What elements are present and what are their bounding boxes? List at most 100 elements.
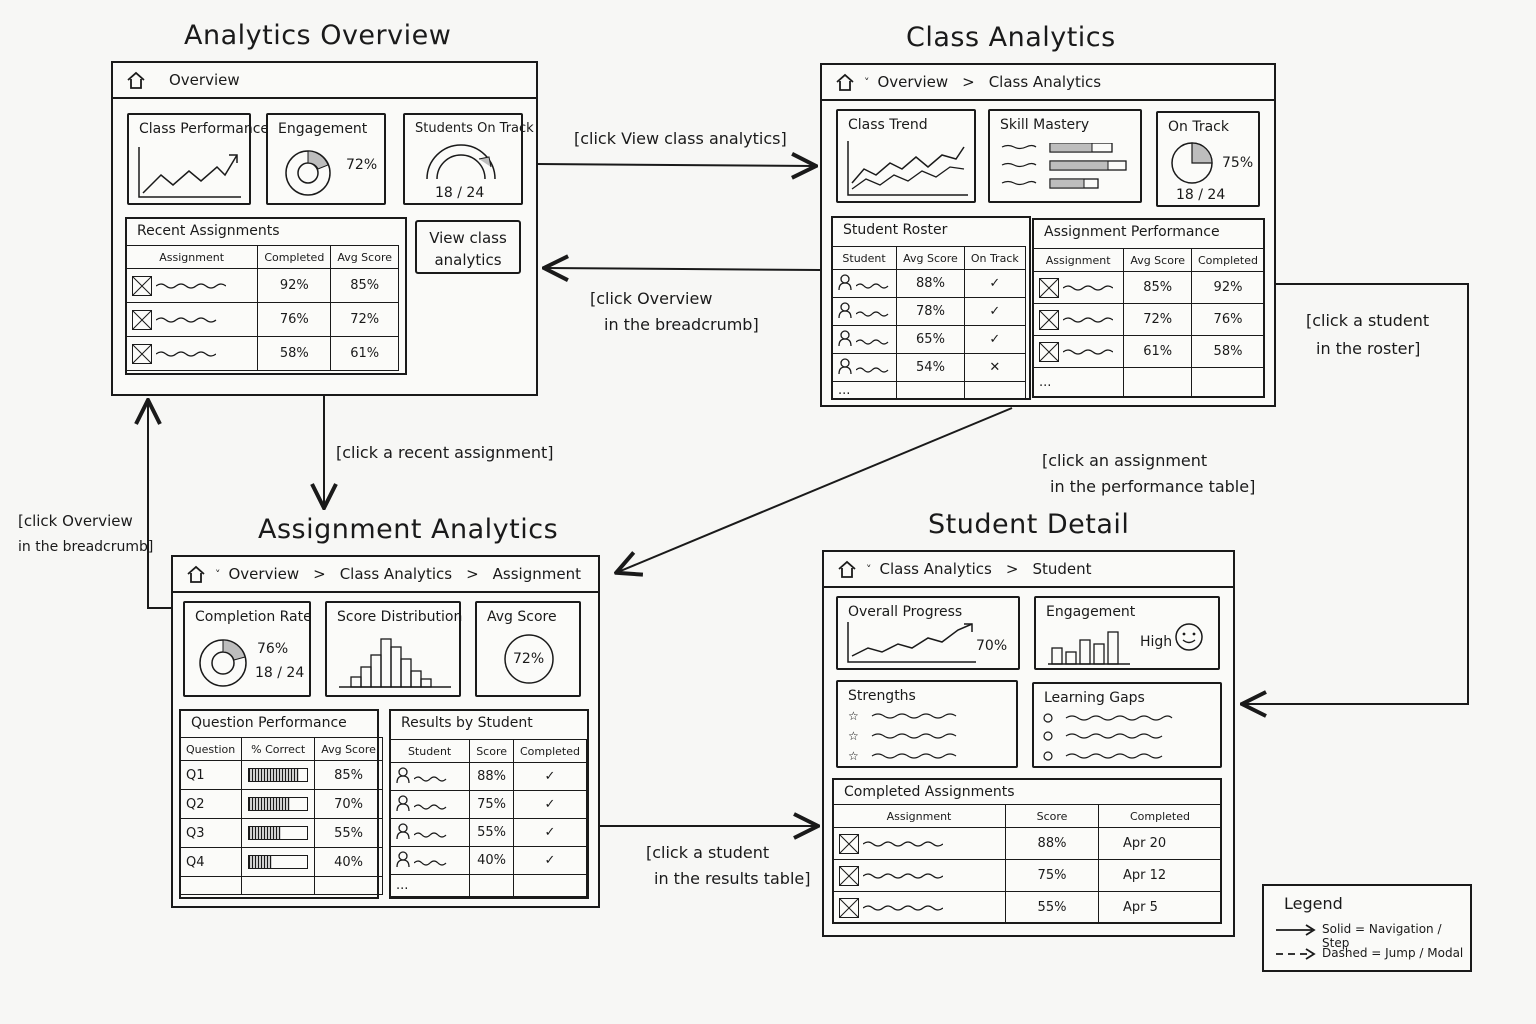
card-title: Engagement — [1046, 604, 1136, 620]
cell-on-track: ✓ — [963, 269, 1026, 298]
svg-text:☆: ☆ — [848, 710, 859, 723]
table-row[interactable]: 40%✓ — [388, 846, 587, 875]
panel-title: Completed Assignments — [844, 784, 1015, 800]
cell-completed: 92% — [257, 268, 332, 303]
screen-student-detail: ˅ Class Analytics > Student Overall Prog… — [822, 550, 1235, 937]
breadcrumb-class-analytics[interactable]: Class Analytics — [339, 565, 453, 583]
svg-text:☆: ☆ — [848, 729, 859, 743]
screen-title-assignment: Assignment Analytics — [258, 514, 559, 545]
screen-class-analytics: ˅ Overview > Class Analytics Class Trend… — [820, 63, 1276, 407]
donut-chart-icon — [285, 150, 331, 196]
card-score-distribution[interactable]: Score Distribution — [325, 601, 463, 697]
chevron-down-icon[interactable]: ˅ — [215, 567, 221, 581]
breadcrumb-assignment: Assignment — [492, 565, 581, 583]
col-header: Avg Score — [896, 246, 965, 270]
placeholder-text-line — [414, 832, 447, 838]
label-back-overview-1: [click Overview — [590, 289, 713, 308]
cell-avg-score: 65% — [896, 325, 965, 354]
card-class-performance[interactable]: Class Performance — [127, 113, 269, 205]
table-row[interactable]: 72%76% — [1031, 303, 1265, 336]
card-class-trend[interactable]: Class Trend — [836, 109, 976, 203]
table-row[interactable]: 78%✓ — [830, 297, 1026, 326]
label-assign-overview-2: in the breadcrumb] — [18, 539, 154, 555]
label-view-class: [click View class analytics] — [574, 129, 787, 148]
card-skill-mastery[interactable]: Skill Mastery — [988, 109, 1142, 203]
card-overall-progress[interactable]: Overall Progress 70% — [836, 596, 1020, 670]
correct-bar-fill — [249, 827, 282, 839]
correct-bar-fill — [249, 769, 299, 781]
cell-completed: ✓ — [513, 818, 587, 847]
cell-completed: 76% — [257, 302, 332, 337]
cell-score: 55% — [469, 818, 514, 847]
legend-arrows — [1276, 924, 1316, 960]
more-rows: ... — [830, 381, 898, 400]
cell-score: 88% — [469, 762, 514, 791]
card-completion-rate[interactable]: Completion Rate 76% 18 / 24 — [183, 601, 312, 697]
card-students-on-track[interactable]: Students On Track 18 / 24 — [403, 113, 534, 205]
placeholder-text-line — [856, 339, 889, 345]
table-row[interactable]: 61%58% — [1031, 335, 1265, 368]
card-strengths: Strengths ☆ ☆ ☆ — [836, 680, 1018, 768]
home-icon[interactable] — [834, 72, 856, 92]
col-header: Completed — [513, 739, 587, 763]
chevron-down-icon[interactable]: ˅ — [864, 75, 870, 89]
placeholder-text-line — [414, 860, 447, 866]
table-row[interactable]: 58%61% — [124, 336, 399, 371]
table-row[interactable]: 55%Apr 5 — [832, 891, 1222, 924]
cell-completed: Apr 20 — [1098, 827, 1222, 860]
table-row[interactable]: 88%✓ — [388, 762, 587, 791]
table-row[interactable]: 54%✕ — [830, 353, 1026, 382]
table-row[interactable]: 88%✓ — [830, 269, 1026, 298]
home-icon[interactable] — [836, 559, 858, 579]
arrow-class-to-overview — [546, 268, 821, 270]
home-icon[interactable] — [185, 564, 207, 584]
table-row[interactable]: 88%Apr 20 — [832, 827, 1222, 860]
completion-pct: 76% — [257, 641, 289, 657]
breadcrumb-overview[interactable]: Overview — [877, 73, 949, 91]
card-title: Score Distribution — [337, 609, 463, 625]
assignment-icon — [1039, 309, 1059, 330]
table-row[interactable]: 85%92% — [1031, 271, 1265, 304]
home-icon[interactable] — [125, 70, 147, 90]
breadcrumb-class-analytics[interactable]: Class Analytics — [879, 560, 992, 578]
card-title: Engagement — [278, 121, 368, 137]
table-row[interactable]: 75%Apr 12 — [832, 859, 1222, 892]
chevron-down-icon[interactable]: ˅ — [866, 562, 872, 576]
table-row[interactable]: 65%✓ — [830, 325, 1026, 354]
cell-question: Q1 — [178, 760, 243, 790]
table-row[interactable]: 55%✓ — [388, 818, 587, 847]
placeholder-text-line — [414, 804, 447, 810]
card-title: Avg Score — [487, 609, 557, 625]
histogram-icon — [339, 638, 451, 688]
card-engagement[interactable]: Engagement 72% — [266, 113, 386, 205]
card-engagement[interactable]: Engagement High — [1034, 596, 1220, 670]
cell-score: 88% — [1005, 827, 1099, 860]
chevron-right-icon: > — [313, 565, 326, 583]
col-header: Avg Score — [314, 737, 383, 761]
placeholder-text-line — [1063, 316, 1114, 323]
table-row[interactable]: 92%85% — [124, 268, 399, 303]
card-on-track[interactable]: On Track 75% 18 / 24 — [1156, 111, 1260, 207]
view-class-analytics-button[interactable]: View class analytics — [415, 220, 521, 274]
table-row[interactable]: 75%✓ — [388, 790, 587, 819]
breadcrumb-overview[interactable]: Overview — [169, 71, 240, 89]
breadcrumb: Overview — [113, 63, 536, 99]
cell-completed: 58% — [257, 336, 332, 371]
on-track-value: 18 / 24 — [435, 185, 485, 201]
breadcrumb-student: Student — [1032, 560, 1092, 578]
breadcrumb-overview[interactable]: Overview — [228, 565, 300, 583]
table-row[interactable]: 76%72% — [124, 302, 399, 337]
cell-avg-score: 72% — [330, 302, 399, 337]
cell-completed: ✓ — [513, 762, 587, 791]
person-icon — [396, 822, 410, 839]
card-avg-score[interactable]: Avg Score 72% — [475, 601, 581, 697]
